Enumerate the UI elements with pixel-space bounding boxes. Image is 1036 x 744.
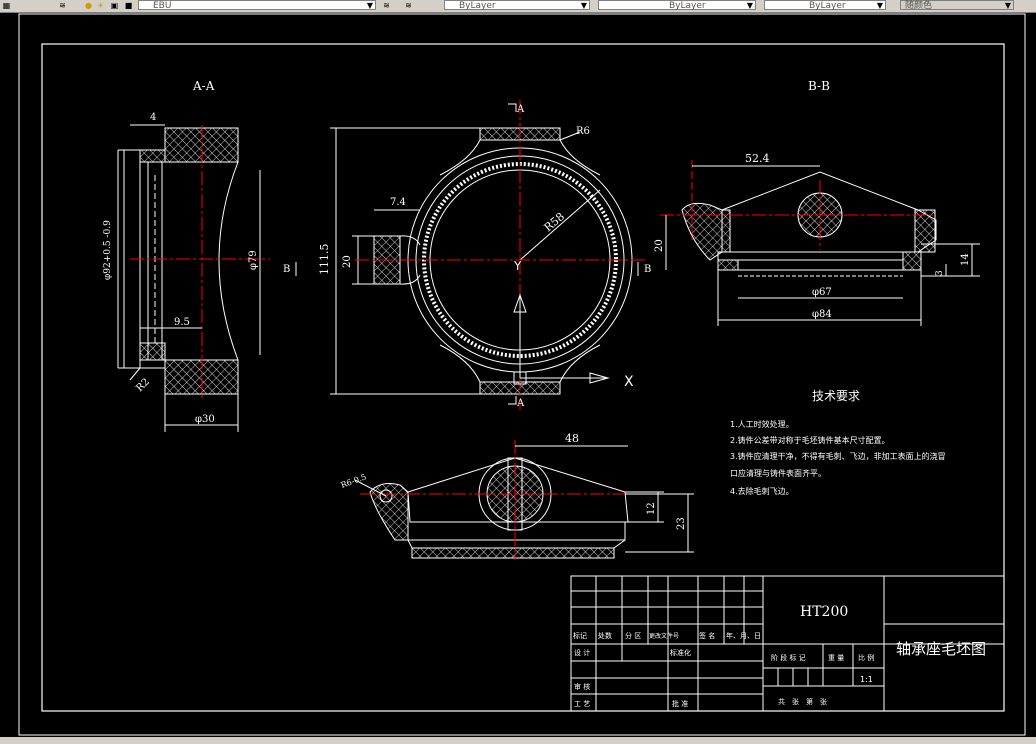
cad-toolbar: ▦ ≋ ● ☀ ▣ ■ EBU ▼ ≋ ≋ ByLayer ▼ ByLayer … <box>0 0 1036 13</box>
svg-text:φ84: φ84 <box>812 309 832 320</box>
layer-previous-icon[interactable]: ≋ <box>405 1 412 10</box>
technical-requirements: 技术要求 1.人工时效处理。 2.铸件公差带对称于毛坯铸件基本尺寸配置。 3.铸… <box>730 389 946 496</box>
svg-text:φ92+0.5 -0.9: φ92+0.5 -0.9 <box>103 220 113 280</box>
tech-req-line: 3.铸件应清理干净，不得有毛刺、飞边，非加工表面上的浇冒 <box>730 451 946 461</box>
color-dropdown-value: ByLayer <box>459 1 496 11</box>
svg-text:R2: R2 <box>134 377 152 395</box>
svg-text:φ79: φ79 <box>248 250 259 270</box>
front-view: 111.5 20 7.4 R6 R58 A A B B X Y <box>283 100 651 410</box>
tech-req-title: 技术要求 <box>812 389 860 403</box>
plotstyle-dropdown-value: 随颜色 <box>905 1 933 11</box>
svg-text:签 名: 签 名 <box>699 631 715 640</box>
svg-text:共 张 第 张: 共 张 第 张 <box>778 697 827 706</box>
linetype-dropdown[interactable]: ByLayer ▼ <box>598 0 756 11</box>
chevron-down-icon: ▼ <box>746 1 753 10</box>
svg-text:X: X <box>624 374 634 390</box>
svg-text:年、月、日: 年、月、日 <box>726 631 761 640</box>
scale-value: 1:1 <box>860 675 873 684</box>
lock-icon[interactable]: ▣ <box>110 1 119 10</box>
svg-text:A: A <box>516 104 525 115</box>
section-aa-label: A-A <box>192 79 215 93</box>
chevron-down-icon: ▼ <box>876 1 883 10</box>
svg-text:比 例: 比 例 <box>858 653 874 662</box>
svg-text:48: 48 <box>565 432 579 445</box>
outer-sheet-border <box>18 13 1026 736</box>
lineweight-dropdown[interactable]: ByLayer ▼ <box>764 0 886 11</box>
section-bb-label: B-B <box>808 79 830 93</box>
window-bottom-edge <box>0 737 1036 744</box>
bulb-icon[interactable]: ● <box>85 1 92 10</box>
tech-req-line: 口应清理与铸件表面齐平。 <box>730 468 826 478</box>
svg-text:重 量: 重 量 <box>828 654 844 662</box>
svg-text:更改文件号: 更改文件号 <box>649 632 679 640</box>
plotstyle-dropdown[interactable]: 随颜色 ▼ <box>900 0 1014 11</box>
title-block: HT200 轴承座毛坯图 1:1 标记 处数 分 区 更改文件号 签 名 年、月… <box>570 575 1005 712</box>
svg-text:分 区: 分 区 <box>625 631 641 640</box>
lineweight-dropdown-value: ByLayer <box>809 1 846 11</box>
svg-text:R6-0.5: R6-0.5 <box>340 472 368 490</box>
layer-manager-icon[interactable]: ▦ <box>2 1 11 10</box>
drawing-canvas[interactable]: A-A 4 φ92+0.5 -0.9 φ79 9.5 φ30 R2 <box>0 12 1036 744</box>
svg-text:φ30: φ30 <box>195 414 215 425</box>
make-current-icon[interactable]: ≋ <box>383 1 390 10</box>
tech-req-line: 1.人工时效处理。 <box>730 419 794 429</box>
svg-text:B: B <box>644 264 651 275</box>
svg-text:审 核: 审 核 <box>574 682 590 691</box>
svg-text:20: 20 <box>342 255 353 268</box>
layer-dropdown-value: EBU <box>153 1 172 11</box>
svg-text:7.4: 7.4 <box>390 197 406 208</box>
svg-text:标准化: 标准化 <box>670 648 691 657</box>
svg-text:设 计: 设 计 <box>574 648 590 657</box>
linetype-dropdown-value: ByLayer <box>669 1 706 11</box>
material-label: HT200 <box>800 604 848 620</box>
tech-req-line: 2.铸件公差带对称于毛坯铸件基本尺寸配置。 <box>730 435 890 445</box>
svg-text:R6: R6 <box>576 126 590 137</box>
svg-text:Y: Y <box>513 259 522 273</box>
svg-text:9.5: 9.5 <box>174 317 190 328</box>
svg-text:批 准: 批 准 <box>672 699 688 708</box>
svg-text:工 艺: 工 艺 <box>574 700 590 708</box>
sun-icon[interactable]: ☀ <box>96 1 105 10</box>
svg-text:B: B <box>283 264 290 275</box>
color-dropdown[interactable]: ByLayer ▼ <box>444 0 590 11</box>
tech-req-line: 4.去除毛刺飞边。 <box>730 486 794 496</box>
svg-text:20: 20 <box>654 239 665 252</box>
svg-text:处数: 处数 <box>598 631 612 640</box>
section-aa-view: A-A 4 φ92+0.5 -0.9 φ79 9.5 φ30 R2 <box>103 79 270 432</box>
drawing-frame <box>41 43 1005 712</box>
chevron-down-icon: ▼ <box>580 1 587 10</box>
top-view: 48 12 23 R6-0.5 <box>340 432 694 560</box>
chevron-down-icon: ▼ <box>1004 1 1011 10</box>
chevron-down-icon: ▼ <box>366 1 373 10</box>
svg-text:4: 4 <box>150 112 156 123</box>
svg-text:52.4: 52.4 <box>745 152 770 165</box>
svg-text:阶 段 标 记: 阶 段 标 记 <box>771 653 806 662</box>
section-bb-view: B-B 52.4 20 φ67 φ84 14 3 <box>654 79 980 326</box>
drawing-name: 轴承座毛坯图 <box>896 640 986 658</box>
svg-text:14: 14 <box>960 253 971 266</box>
svg-text:标记: 标记 <box>573 631 587 640</box>
layer-dropdown[interactable]: EBU ▼ <box>138 0 376 11</box>
layer-states-icon[interactable]: ≋ <box>59 1 66 10</box>
svg-text:A: A <box>516 398 525 409</box>
svg-text:12: 12 <box>646 502 657 515</box>
svg-text:φ67: φ67 <box>812 287 832 298</box>
svg-text:111.5: 111.5 <box>318 244 331 276</box>
svg-text:23: 23 <box>676 517 687 530</box>
color-square-icon[interactable]: ■ <box>124 1 133 10</box>
svg-text:3: 3 <box>935 270 945 276</box>
